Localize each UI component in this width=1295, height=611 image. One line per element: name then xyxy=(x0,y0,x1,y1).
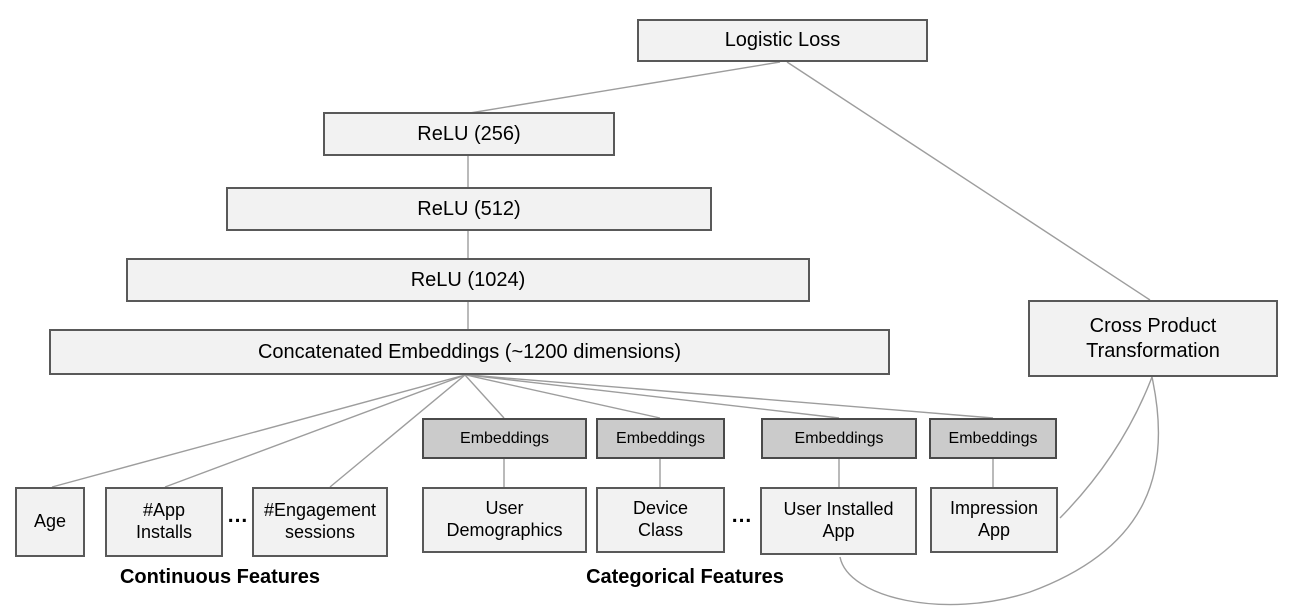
ellipsis-categorical: ... xyxy=(731,504,753,527)
node-embeddings-2: Embeddings xyxy=(596,418,725,459)
label-categorical-features: Categorical Features xyxy=(586,566,784,588)
label-continuous-features: Continuous Features xyxy=(119,566,320,588)
node-embeddings-4: Embeddings xyxy=(929,418,1057,459)
node-cross-product-transformation: Cross Product Transformation xyxy=(1028,300,1278,377)
node-impression-app: Impression App xyxy=(930,487,1058,553)
edge-concat-to-engagement-sessions xyxy=(329,374,466,488)
edge-logistic-loss-to-cross-product xyxy=(786,61,1151,301)
node-engagement-sessions: #Engagement sessions xyxy=(252,487,388,557)
node-concatenated-embeddings: Concatenated Embeddings (~1200 dimension… xyxy=(49,329,890,375)
edge-concat-to-embeddings-4 xyxy=(468,374,994,419)
node-embeddings-3: Embeddings xyxy=(761,418,917,459)
edge-concat-to-embeddings-3 xyxy=(467,374,840,419)
edge-concat-to-embeddings-1 xyxy=(464,374,505,419)
edge-cross-product-to-user-installed-app xyxy=(839,376,1160,606)
node-relu-512: ReLU (512) xyxy=(226,187,712,231)
node-relu-1024: ReLU (1024) xyxy=(126,258,810,302)
node-age: Age xyxy=(15,487,85,557)
ellipsis-continuous: ... xyxy=(227,504,249,527)
node-user-installed-app: User Installed App xyxy=(760,487,917,555)
node-relu-256: ReLU (256) xyxy=(323,112,615,156)
node-app-installs: #App Installs xyxy=(105,487,223,557)
edge-concat-to-age xyxy=(51,374,466,488)
node-logistic-loss: Logistic Loss xyxy=(637,19,928,62)
edge-cross-product-to-impression-app xyxy=(1059,376,1153,519)
node-device-class: Device Class xyxy=(596,487,725,553)
node-embeddings-1: Embeddings xyxy=(422,418,587,459)
node-user-demographics: User Demographics xyxy=(422,487,587,553)
edge-concat-to-embeddings-2 xyxy=(465,374,661,419)
edge-concat-to-app-installs xyxy=(164,374,466,488)
edge-logistic-loss-to-relu256 xyxy=(469,61,781,114)
